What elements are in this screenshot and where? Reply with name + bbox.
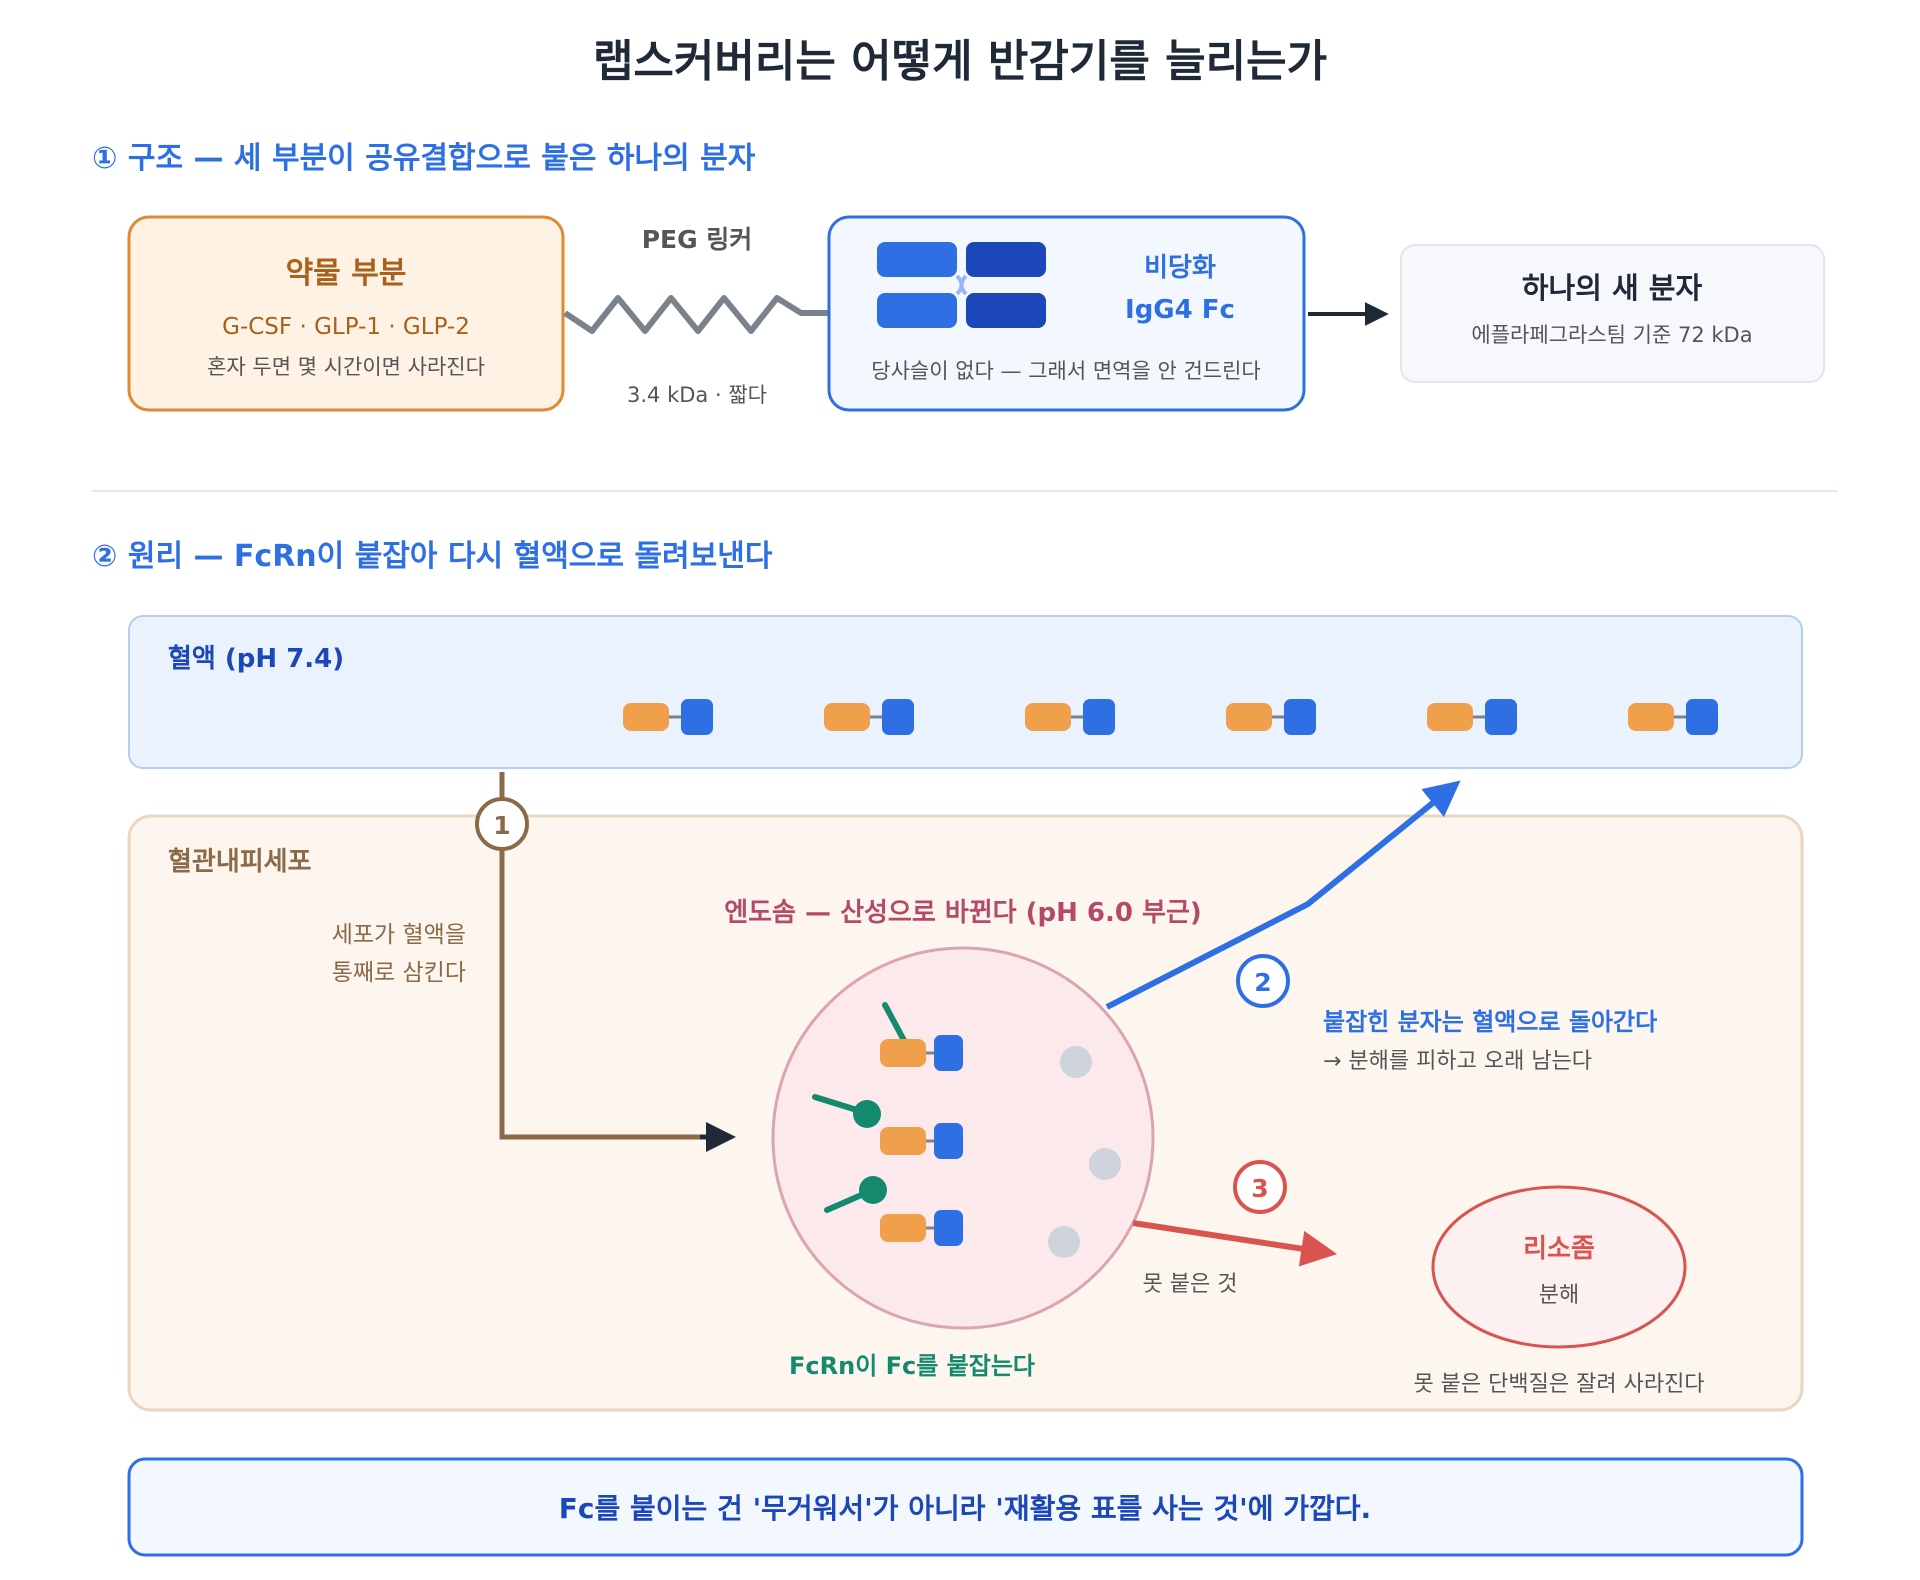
degradation-arrow: [1132, 1220, 1338, 1267]
fcrn-label: FcRn이 Fc를 붙잡는다: [789, 1352, 1035, 1380]
fcrn-bound-molecule: [824, 1176, 963, 1246]
step2-marker: 2: [1236, 954, 1290, 1008]
step3-number: 3: [1251, 1174, 1268, 1203]
lysosome-title: 리소좀: [1523, 1234, 1595, 1264]
lysosome: 리소좀 분해: [1431, 1185, 1687, 1349]
conclusion-text: Fc를 붙이는 건 '무거워서'가 아니라 '재활용 표를 사는 것'에 가깝다…: [559, 1492, 1371, 1525]
step1-marker: 1: [475, 797, 529, 851]
step2-number: 2: [1254, 968, 1271, 997]
drug-part-box: 약물 부분 G-CSF · GLP-1 · GLP-2 혼자 두면 몇 시간이면…: [127, 215, 565, 412]
fc-part-box: 비당화 IgG4 Fc 당사슬이 없다 — 그래서 면역을 안 건드린다: [827, 215, 1306, 412]
endosome-label: 엔도솜 — 산성으로 바뀐다 (pH 6.0 부근): [724, 898, 1202, 928]
peg-linker-title: PEG 링커: [642, 225, 753, 254]
lysosome-note: 분해: [1539, 1283, 1579, 1308]
drug-part-title: 약물 부분: [286, 256, 407, 291]
drug-part-note: 혼자 두면 몇 시간이면 사라진다: [207, 355, 485, 379]
result-molecule-box: 하나의 새 분자 에플라페그라스팀 기준 72 kDa: [1400, 244, 1825, 383]
unbound-protein: [1089, 1148, 1121, 1180]
fcrn-bound-molecule: [880, 1002, 963, 1071]
fc-dimer-icon: [877, 242, 1046, 328]
fc-part-note: 당사슬이 없다 — 그래서 면역을 안 건드린다: [871, 359, 1261, 383]
conclusion-box: Fc를 붙이는 건 '무거워서'가 아니라 '재활용 표를 사는 것'에 가깝다…: [127, 1457, 1804, 1557]
blood-molecule-row: [623, 699, 1718, 735]
return-note: → 분해를 피하고 오래 남는다: [1323, 1049, 1592, 1074]
blood-molecule: [623, 699, 713, 735]
result-molecule-title: 하나의 새 분자: [1522, 271, 1703, 305]
blood-molecule: [1628, 699, 1718, 735]
unbound-protein: [1048, 1226, 1080, 1258]
page-title: 랩스커버리는 어떻게 반감기를 늘리는가: [593, 36, 1327, 87]
blood-molecule: [1226, 699, 1316, 735]
blood-molecule: [824, 699, 914, 735]
unbound-label: 못 붙은 것: [1143, 1272, 1238, 1297]
uptake-path: [499, 772, 728, 1140]
lysosome-caption: 못 붙은 단백질은 잘려 사라진다: [1413, 1372, 1704, 1397]
blood-molecule: [1025, 699, 1115, 735]
step1-number: 1: [493, 811, 510, 840]
return-path: [1105, 780, 1461, 1010]
cell-label: 혈관내피세포: [168, 847, 312, 877]
step3-marker: 3: [1233, 1160, 1287, 1214]
peg-linker-zigzag: [563, 295, 828, 334]
return-title: 붙잡힌 분자는 혈액으로 돌아간다: [1323, 1008, 1657, 1036]
blood-label: 혈액 (pH 7.4): [168, 644, 344, 674]
unbound-protein: [1060, 1046, 1092, 1078]
fc-part-line1: 비당화: [1144, 253, 1216, 283]
blood-molecule: [1427, 699, 1517, 735]
fcrn-bound-molecule: [812, 1094, 963, 1159]
uptake-note-line2: 통째로 삼킨다: [332, 960, 466, 986]
uptake-note-line1: 세포가 혈액을: [332, 922, 466, 948]
drug-part-subtitle: G-CSF · GLP-1 · GLP-2: [222, 314, 470, 340]
fc-part-line2: IgG4 Fc: [1125, 295, 1235, 325]
blood-region: 혈액 (pH 7.4): [128, 615, 1803, 769]
section2-heading: ② 원리 — FcRn이 붙잡아 다시 혈액으로 돌려보낸다: [92, 539, 773, 574]
result-molecule-note: 에플라페그라스팀 기준 72 kDa: [1471, 323, 1752, 347]
peg-linker-note: 3.4 kDa · 짧다: [627, 383, 767, 407]
section1-heading: ① 구조 — 세 부분이 공유결합으로 붙은 하나의 분자: [92, 141, 756, 176]
